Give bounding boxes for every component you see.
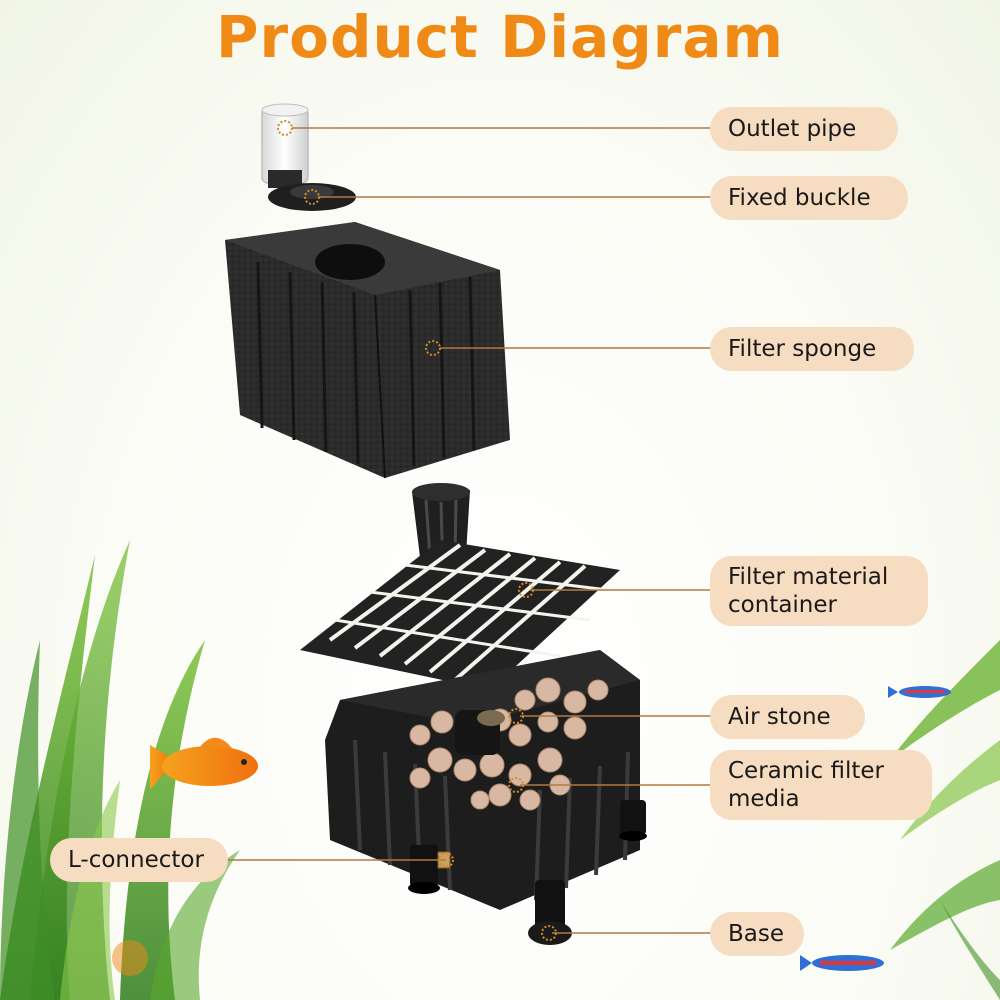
filter-material-container-grid	[300, 540, 620, 690]
fixed-buckle-part	[268, 183, 356, 211]
leader-lines	[225, 127, 712, 934]
label-ceramic-filter-media: Ceramic filter media	[710, 750, 932, 820]
aquarium-plants-right	[890, 640, 1000, 1000]
container-base-part	[325, 650, 640, 910]
base-feet	[408, 800, 647, 945]
label-l-connector: L-connector	[50, 838, 228, 882]
aquarium-plants-left	[0, 540, 240, 1000]
label-outlet-pipe: Outlet pipe	[710, 107, 898, 151]
outlet-pipe-part	[261, 103, 309, 188]
page-title: Product Diagram	[216, 3, 784, 71]
label-outlet-pipe-text: Outlet pipe	[728, 116, 857, 142]
air-stone-part	[455, 710, 505, 755]
label-air-stone-text: Air stone	[728, 704, 831, 730]
filter-sponge-part	[225, 222, 510, 479]
goldfish	[150, 737, 258, 790]
label-ceramic-filter-media-line2: media	[728, 786, 800, 812]
label-base: Base	[710, 912, 804, 956]
label-fixed-buckle: Fixed buckle	[710, 176, 908, 220]
label-fixed-buckle-text: Fixed buckle	[728, 185, 871, 211]
label-air-stone: Air stone	[710, 695, 865, 739]
label-filter-material-container-line2: container	[728, 592, 837, 618]
neon-tetra-fish	[800, 686, 951, 971]
label-filter-material-container-line1: Filter material	[728, 564, 889, 590]
label-filter-sponge: Filter sponge	[710, 327, 914, 371]
label-ceramic-filter-media-line1: Ceramic filter	[728, 758, 885, 784]
label-l-connector-text: L-connector	[68, 847, 204, 873]
label-filter-material-container: Filter material container	[710, 556, 928, 626]
label-base-text: Base	[728, 921, 785, 947]
label-filter-sponge-text: Filter sponge	[728, 336, 877, 362]
callout-markers	[277, 120, 557, 941]
